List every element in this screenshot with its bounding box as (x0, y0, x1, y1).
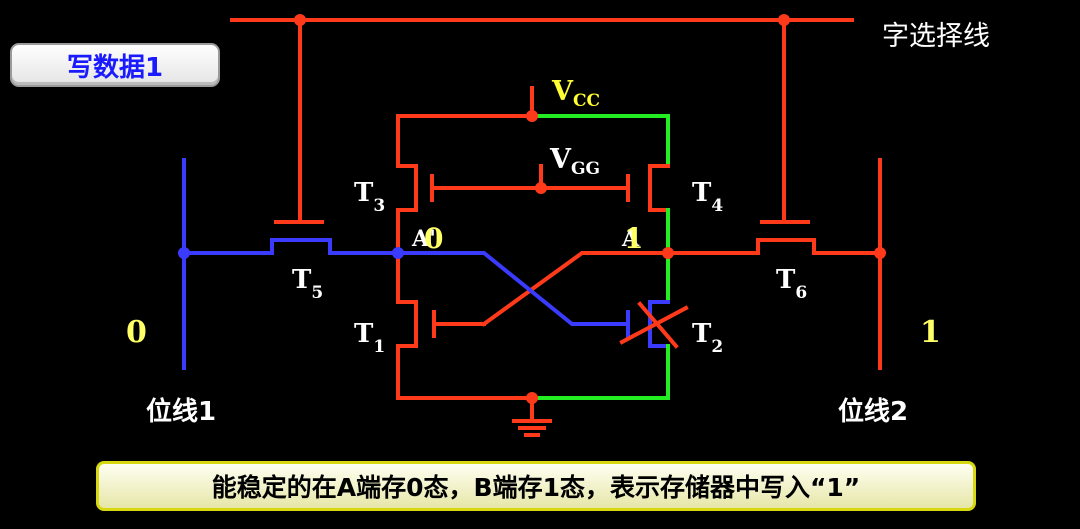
cross-wire-node-a-prime-to-t2-gate (396, 251, 630, 326)
node-a-label: A (621, 226, 640, 252)
node-a-prime-state: 0 (424, 222, 443, 255)
t6-label: T6 (776, 265, 807, 303)
caption-banner: 能稳定的在A端存0态，B端存1态，表示存储器中写入“1” (96, 461, 976, 511)
t4-label: T4 (692, 178, 723, 216)
bit-line-2-label: 位线2 (838, 396, 908, 427)
t6-transistor (666, 238, 882, 255)
node-a-prime-label: A' (411, 226, 436, 252)
word-select-line (230, 18, 854, 224)
bit-line-2-value: 1 (920, 315, 941, 350)
t5-transistor (182, 238, 400, 255)
slide-title: 写数据1 (10, 43, 220, 87)
vcc-label: VCC (551, 76, 600, 111)
t1-transistor (432, 310, 486, 338)
left-branch (396, 114, 534, 400)
t3-label: T3 (354, 178, 385, 216)
vgg-label: VGG (549, 144, 600, 179)
t5-label: T5 (292, 265, 323, 303)
word-select-line-label: 字选择线 (882, 21, 990, 52)
bit-line-1-value: 0 (126, 315, 147, 350)
t1-label: T1 (354, 319, 385, 357)
cross-wire-node-a-to-t1-gate (481, 251, 670, 327)
t2-off-cross-icon (619, 301, 689, 349)
bit-line-1-label: 位线1 (146, 396, 216, 427)
t2-label: T2 (692, 319, 723, 357)
junction-dots (178, 14, 886, 404)
node-a-state: 1 (624, 222, 643, 255)
